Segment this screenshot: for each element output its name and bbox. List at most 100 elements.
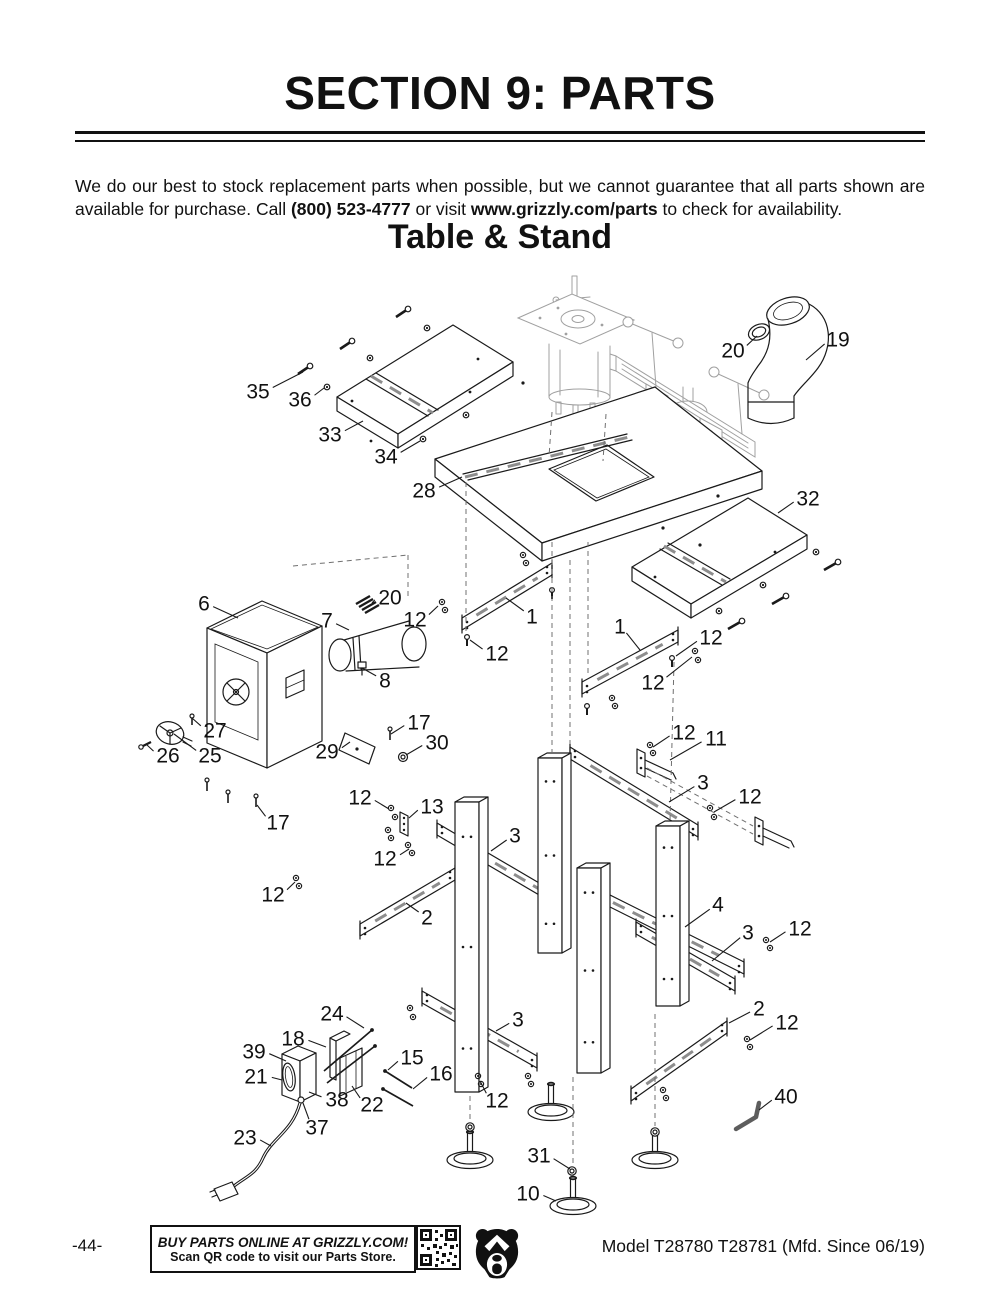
svg-text:12: 12	[403, 609, 426, 632]
svg-text:8: 8	[379, 670, 391, 693]
svg-text:12: 12	[261, 884, 284, 907]
svg-text:7: 7	[321, 610, 333, 633]
safety-switch	[281, 1045, 317, 1104]
part-callout-40: 40	[758, 1086, 798, 1111]
flange-nut	[384, 826, 392, 834]
svg-text:12: 12	[775, 1012, 798, 1035]
part-callout-12: 12	[469, 639, 509, 666]
part-callout-17: 17	[256, 804, 290, 835]
svg-text:17: 17	[266, 812, 289, 835]
part-callout-13: 13	[408, 796, 444, 819]
buy-parts-box: BUY PARTS ONLINE AT GRIZZLY.COM! Scan QR…	[150, 1225, 416, 1273]
part-callout-12: 12	[479, 1080, 509, 1113]
part-callout-4: 4	[684, 894, 724, 928]
part-callout-6: 6	[198, 593, 239, 619]
flange-nut	[710, 813, 718, 821]
svg-text:12: 12	[738, 786, 761, 809]
part-callout-16: 16	[412, 1063, 453, 1090]
svg-text:2: 2	[421, 907, 433, 930]
part-callout-38: 38	[308, 1089, 349, 1112]
part-callout-33: 33	[318, 420, 364, 447]
bolt-head	[698, 543, 702, 547]
part-callout-3: 3	[711, 922, 754, 962]
cap-screw	[668, 654, 675, 667]
svg-text:2: 2	[753, 998, 765, 1021]
stand-leg	[655, 820, 690, 1007]
flange-nut	[387, 834, 395, 842]
flat-washer	[715, 607, 723, 615]
svg-text:3: 3	[512, 1009, 524, 1032]
bolt-head	[716, 494, 720, 498]
part-callout-2: 2	[405, 902, 433, 930]
pivot-pin	[253, 793, 259, 807]
intro-text: We do our best to stock replacement part…	[75, 175, 925, 220]
part-callout-10: 10	[516, 1183, 557, 1206]
parts-url: www.grizzly.com/parts	[470, 199, 658, 219]
projection-line	[548, 411, 553, 458]
machine-screw	[326, 1044, 377, 1084]
part-callout-32: 32	[777, 488, 820, 514]
part-callout-39: 39	[242, 1041, 287, 1064]
svg-text:20: 20	[721, 340, 744, 363]
extension-wing-right	[631, 497, 808, 619]
part-callout-3: 3	[490, 825, 521, 852]
intro-paragraph: We do our best to stock replacement part…	[75, 175, 925, 222]
svg-text:32: 32	[796, 488, 819, 511]
stand-rail	[630, 1017, 728, 1105]
svg-text:4: 4	[712, 894, 724, 917]
part-callout-12: 12	[749, 1012, 799, 1041]
svg-text:12: 12	[672, 722, 695, 745]
part-callout-27: 27	[191, 717, 227, 743]
projection-line	[646, 775, 754, 835]
part-callout-21: 21	[244, 1066, 283, 1089]
flange-nut	[743, 1035, 751, 1043]
stand-rail	[359, 864, 456, 940]
part-callout-30: 30	[405, 732, 449, 756]
flange-nut	[474, 1072, 482, 1080]
leveling-foot	[446, 1129, 494, 1170]
flange-nut	[746, 1043, 754, 1051]
svg-text:18: 18	[281, 1028, 304, 1051]
divider-rule-bottom	[75, 140, 925, 142]
wing-screw	[823, 558, 842, 572]
stand-rail	[461, 559, 553, 634]
part-callout-24: 24	[320, 1003, 365, 1029]
hanger-bracket	[636, 748, 677, 781]
svg-text:13: 13	[420, 796, 443, 819]
part-callout-26: 26	[146, 745, 180, 768]
switch-nut	[297, 1096, 305, 1104]
handwheel	[155, 721, 193, 747]
diagram-title: Table & Stand	[387, 218, 613, 256]
flange-nut	[292, 874, 300, 882]
flange-nut	[611, 702, 619, 710]
flange-nut	[295, 882, 303, 890]
pivot-pin	[225, 789, 231, 803]
buy-parts-subline: Scan QR code to visit our Parts Store.	[170, 1249, 396, 1264]
flange-nut	[404, 841, 412, 849]
flange-nut	[524, 1072, 532, 1080]
wing-screw	[395, 305, 412, 319]
carriage-bolt	[397, 751, 409, 763]
part-callout-2: 2	[728, 998, 765, 1024]
flange-nut	[694, 656, 702, 664]
part-callout-12: 12	[652, 722, 696, 748]
dust-port-elbow	[328, 620, 427, 672]
flange-nut	[441, 606, 449, 614]
flat-washer	[366, 354, 374, 362]
part-callout-29: 29	[315, 741, 351, 764]
hex-nut	[650, 1127, 660, 1137]
svg-text:33: 33	[318, 424, 341, 447]
svg-text:17: 17	[407, 712, 430, 735]
part-callout-19: 19	[805, 329, 850, 361]
projection-line	[646, 767, 754, 827]
machine-screw	[381, 1087, 414, 1107]
stand-leg	[454, 796, 489, 1093]
part-callout-1: 1	[505, 597, 538, 629]
svg-text:11: 11	[705, 728, 727, 751]
dust-collection-box	[206, 600, 323, 769]
qr-code-icon	[416, 1225, 461, 1270]
svg-text:12: 12	[788, 918, 811, 941]
svg-text:15: 15	[400, 1047, 423, 1070]
